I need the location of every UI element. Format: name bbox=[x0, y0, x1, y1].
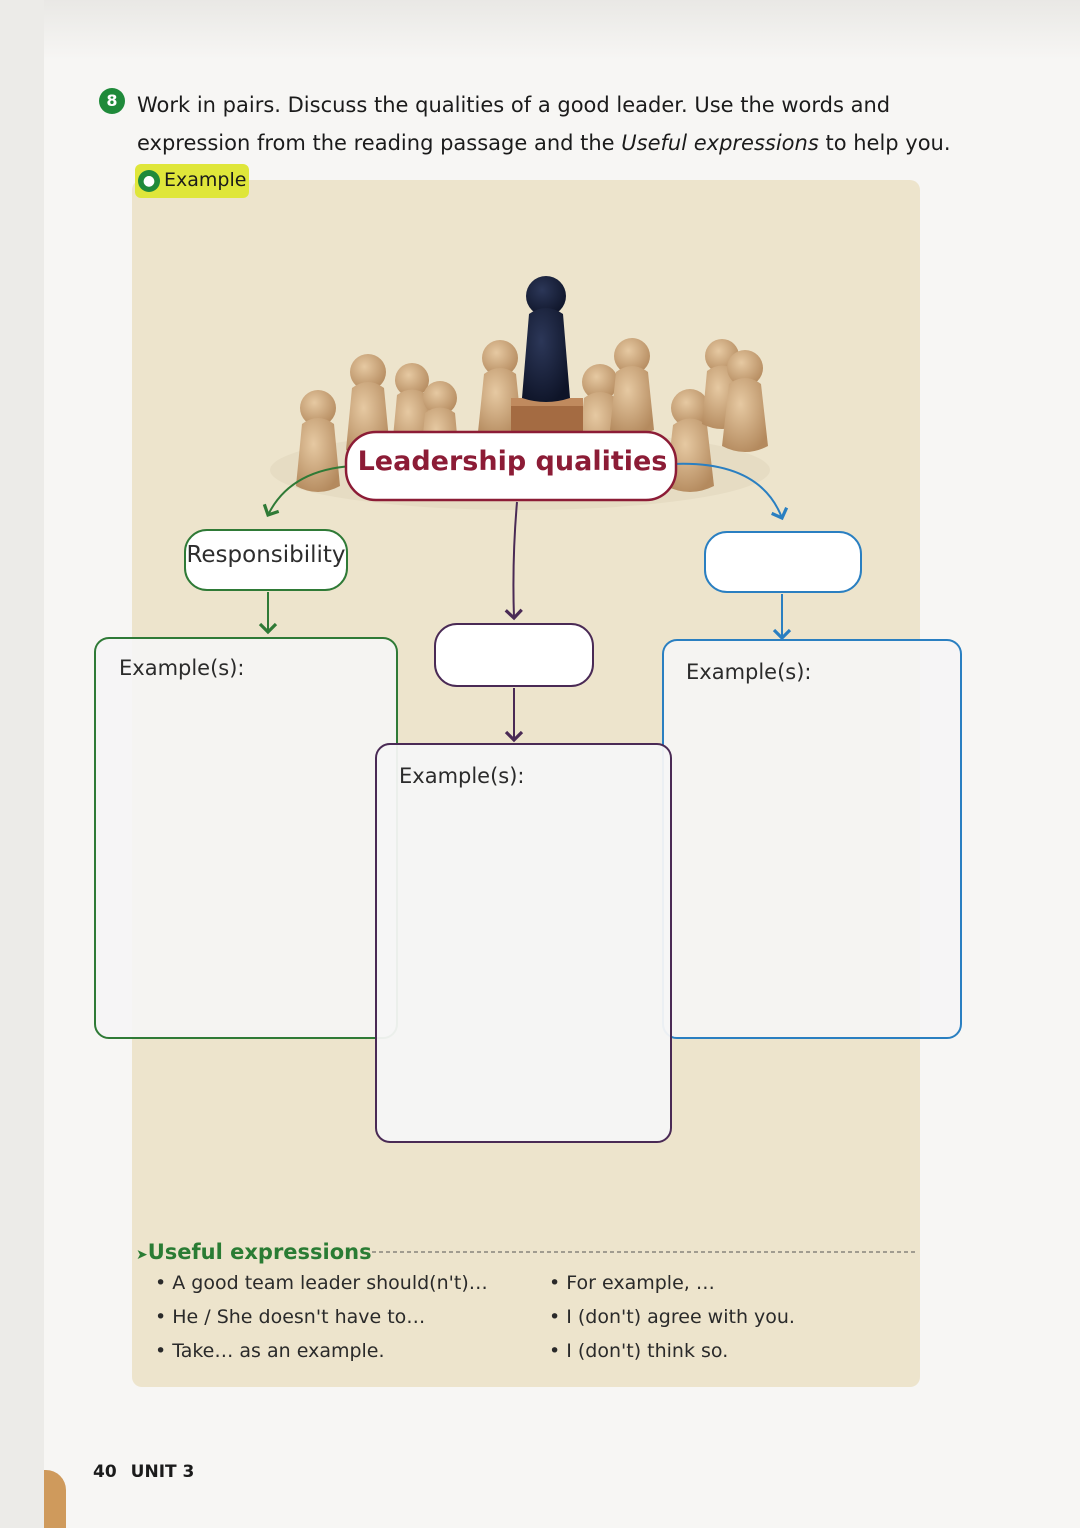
right-examples-box[interactable] bbox=[662, 639, 962, 1039]
thumb-in-photo bbox=[44, 1470, 66, 1528]
left-examples-label: Example(s): bbox=[119, 656, 245, 680]
example-badge-label: Example bbox=[164, 169, 247, 191]
connector-left bbox=[262, 465, 353, 518]
center-node-label: Leadership qualities bbox=[357, 446, 668, 477]
task-line-1: Work in pairs. Discuss the qualities of … bbox=[137, 93, 891, 117]
page-footer: 40 UNIT 3 bbox=[93, 1462, 194, 1482]
center-node bbox=[344, 430, 678, 502]
left-quality-label: Responsibility bbox=[186, 542, 346, 568]
middle-examples-box[interactable] bbox=[375, 743, 672, 1143]
expression-left-3: • Take… as an example. bbox=[155, 1340, 385, 1362]
expression-right-3: • I (don't) think so. bbox=[549, 1340, 729, 1362]
expression-left-1: • A good team leader should(n't)… bbox=[155, 1272, 488, 1294]
unit-label: UNIT 3 bbox=[130, 1462, 195, 1482]
expression-right-2: • I (don't) agree with you. bbox=[549, 1306, 795, 1328]
page-number: 40 bbox=[93, 1462, 117, 1482]
left-examples-box[interactable] bbox=[94, 637, 398, 1039]
arrow-icon: ➤ bbox=[136, 1247, 148, 1263]
expression-left-2: • He / She doesn't have to… bbox=[155, 1306, 426, 1328]
speech-icon: ● bbox=[138, 170, 160, 192]
connector-right bbox=[671, 462, 789, 521]
page-top-shadow bbox=[44, 0, 1080, 60]
middle-quality-node[interactable] bbox=[434, 623, 594, 687]
right-quality-node[interactable] bbox=[704, 531, 862, 593]
task-text: Work in pairs. Discuss the qualities of … bbox=[137, 86, 987, 162]
connector-middle bbox=[504, 501, 523, 621]
task-line-2-emphasis: Useful expressions bbox=[621, 131, 819, 155]
task-line-2-post: to help you. bbox=[818, 131, 951, 155]
task-line-2-pre: expression from the reading passage and … bbox=[137, 131, 622, 155]
left-quality-node bbox=[184, 529, 348, 591]
useful-expressions-title-text: Useful expressions bbox=[147, 1240, 372, 1264]
middle-examples-label: Example(s): bbox=[399, 764, 525, 788]
useful-expressions-title: ➤Useful expressions bbox=[136, 1240, 372, 1264]
expression-right-1: • For example, … bbox=[549, 1272, 715, 1294]
task-number-badge: 8 bbox=[99, 88, 125, 114]
right-examples-label: Example(s): bbox=[686, 660, 812, 684]
example-badge: ● Example bbox=[135, 164, 249, 198]
